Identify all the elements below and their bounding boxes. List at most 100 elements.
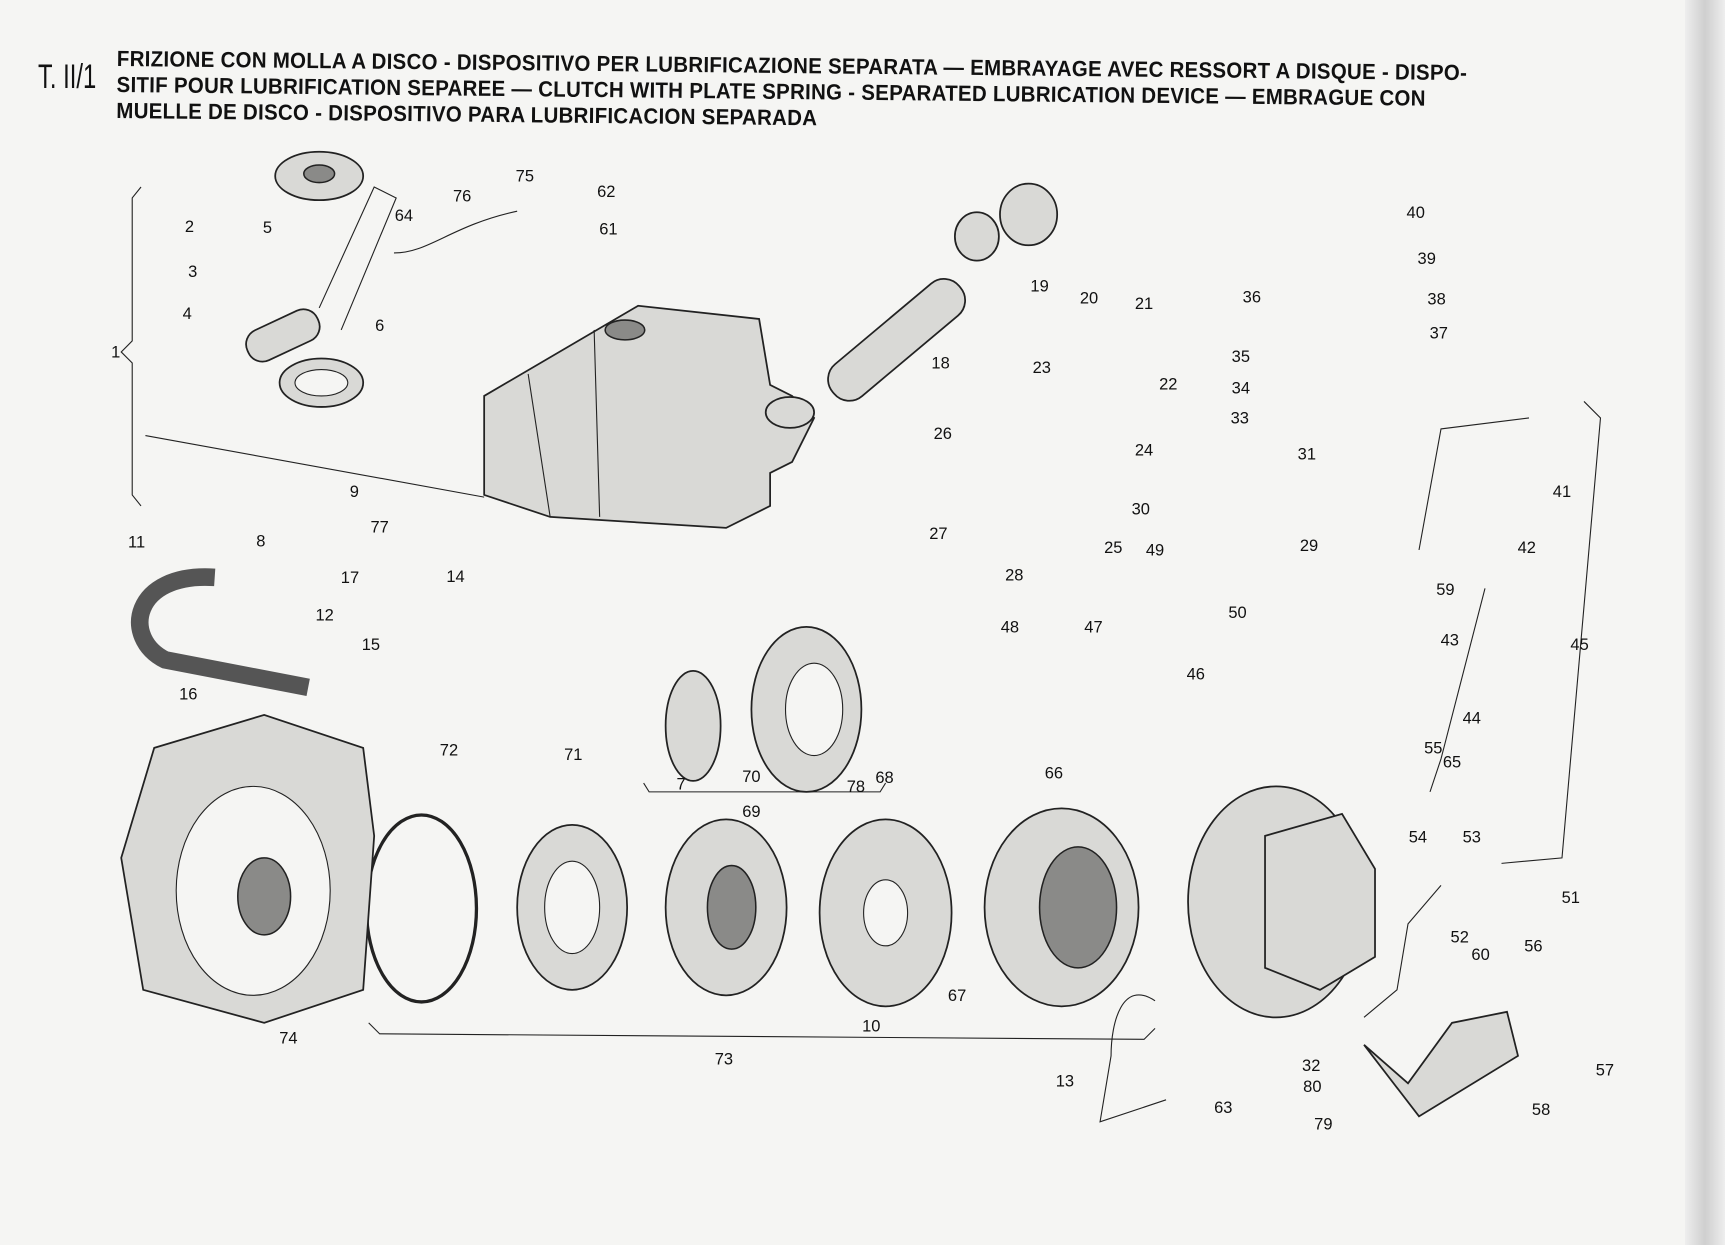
callout-60: 60	[1471, 946, 1489, 964]
callout-1: 1	[111, 343, 120, 361]
callout-54: 54	[1409, 828, 1427, 846]
callout-63: 63	[1214, 1099, 1232, 1117]
callout-26: 26	[934, 425, 952, 443]
callout-19: 19	[1030, 277, 1048, 295]
callout-31: 31	[1298, 446, 1316, 464]
gear-20	[999, 182, 1059, 247]
callout-74: 74	[279, 1030, 297, 1048]
callout-48: 48	[1001, 618, 1019, 636]
callout-30: 30	[1132, 501, 1150, 519]
callout-8: 8	[256, 533, 265, 551]
brace-1	[120, 186, 142, 507]
oil-hose	[131, 568, 310, 697]
callout-50: 50	[1228, 604, 1246, 622]
callout-12: 12	[316, 606, 334, 624]
callout-79: 79	[1314, 1116, 1332, 1134]
callout-72: 72	[440, 742, 458, 760]
callout-37: 37	[1430, 325, 1448, 343]
callout-27: 27	[929, 525, 947, 543]
callout-34: 34	[1232, 380, 1250, 398]
oil-pipe	[1099, 994, 1167, 1123]
callout-23: 23	[1033, 359, 1051, 377]
callout-73: 73	[715, 1051, 733, 1069]
callout-14: 14	[446, 568, 464, 586]
kick-lever	[1363, 884, 1442, 1018]
callout-41: 41	[1553, 483, 1571, 501]
callout-24: 24	[1135, 441, 1153, 459]
brace-73	[368, 1022, 1156, 1040]
callout-57: 57	[1596, 1062, 1614, 1080]
callout-2: 2	[185, 218, 194, 236]
callout-70: 70	[742, 768, 760, 786]
ring-19	[954, 211, 1000, 262]
callout-43: 43	[1441, 632, 1459, 650]
callout-69: 69	[742, 803, 760, 821]
leader-1	[145, 434, 485, 498]
callout-62: 62	[597, 183, 615, 201]
callout-78: 78	[847, 778, 865, 796]
callout-44: 44	[1463, 710, 1481, 728]
callout-53: 53	[1463, 828, 1481, 846]
callout-33: 33	[1231, 409, 1249, 427]
callout-7: 7	[676, 776, 685, 794]
callout-49: 49	[1146, 541, 1164, 559]
brace-45	[1501, 401, 1602, 864]
callout-21: 21	[1135, 295, 1153, 313]
callout-40: 40	[1407, 204, 1425, 222]
callout-22: 22	[1159, 375, 1177, 393]
callout-3: 3	[188, 263, 197, 281]
callout-51: 51	[1562, 889, 1580, 907]
callout-13: 13	[1056, 1073, 1074, 1091]
callout-58: 58	[1532, 1101, 1550, 1119]
callout-65: 65	[1443, 754, 1461, 772]
callout-42: 42	[1518, 539, 1536, 557]
callout-38: 38	[1427, 291, 1445, 309]
callout-55: 55	[1424, 739, 1442, 757]
callout-10: 10	[862, 1018, 880, 1036]
callout-35: 35	[1232, 348, 1250, 366]
callout-80: 80	[1303, 1078, 1321, 1096]
callout-18: 18	[931, 354, 949, 372]
lever-42	[1418, 417, 1530, 551]
callout-16: 16	[179, 685, 197, 703]
callout-17: 17	[341, 569, 359, 587]
ground-wire	[393, 210, 518, 254]
callout-39: 39	[1418, 250, 1436, 268]
clutch-cover	[1187, 785, 1376, 1019]
callout-28: 28	[1005, 567, 1023, 585]
callout-5: 5	[263, 219, 272, 237]
callout-66: 66	[1045, 765, 1063, 783]
callout-67: 67	[948, 987, 966, 1005]
callout-64: 64	[395, 207, 413, 225]
page-binding-edge	[1685, 0, 1725, 1245]
callout-75: 75	[516, 167, 534, 185]
callout-15: 15	[362, 636, 380, 654]
callout-29: 29	[1300, 537, 1318, 555]
callout-77: 77	[371, 518, 389, 536]
crankcase	[120, 713, 376, 1024]
bracket-58	[1363, 1010, 1520, 1118]
callout-61: 61	[599, 220, 617, 238]
callout-56: 56	[1524, 937, 1542, 955]
callout-4: 4	[183, 305, 192, 323]
callout-52: 52	[1451, 929, 1469, 947]
callout-36: 36	[1243, 288, 1261, 306]
callout-11: 11	[128, 534, 145, 552]
callout-47: 47	[1084, 618, 1102, 636]
clutch-assembly	[364, 626, 1140, 1008]
callout-59: 59	[1436, 581, 1454, 599]
oil-filter	[827, 278, 967, 402]
callout-6: 6	[375, 317, 384, 335]
brace-65	[1429, 588, 1486, 793]
callout-20: 20	[1080, 290, 1098, 308]
callout-32: 32	[1302, 1057, 1320, 1075]
callout-25: 25	[1104, 539, 1122, 557]
callout-46: 46	[1187, 666, 1205, 684]
oil-tank	[483, 304, 816, 529]
callout-76: 76	[453, 187, 471, 205]
callout-71: 71	[564, 746, 582, 764]
brace-69	[643, 782, 887, 793]
